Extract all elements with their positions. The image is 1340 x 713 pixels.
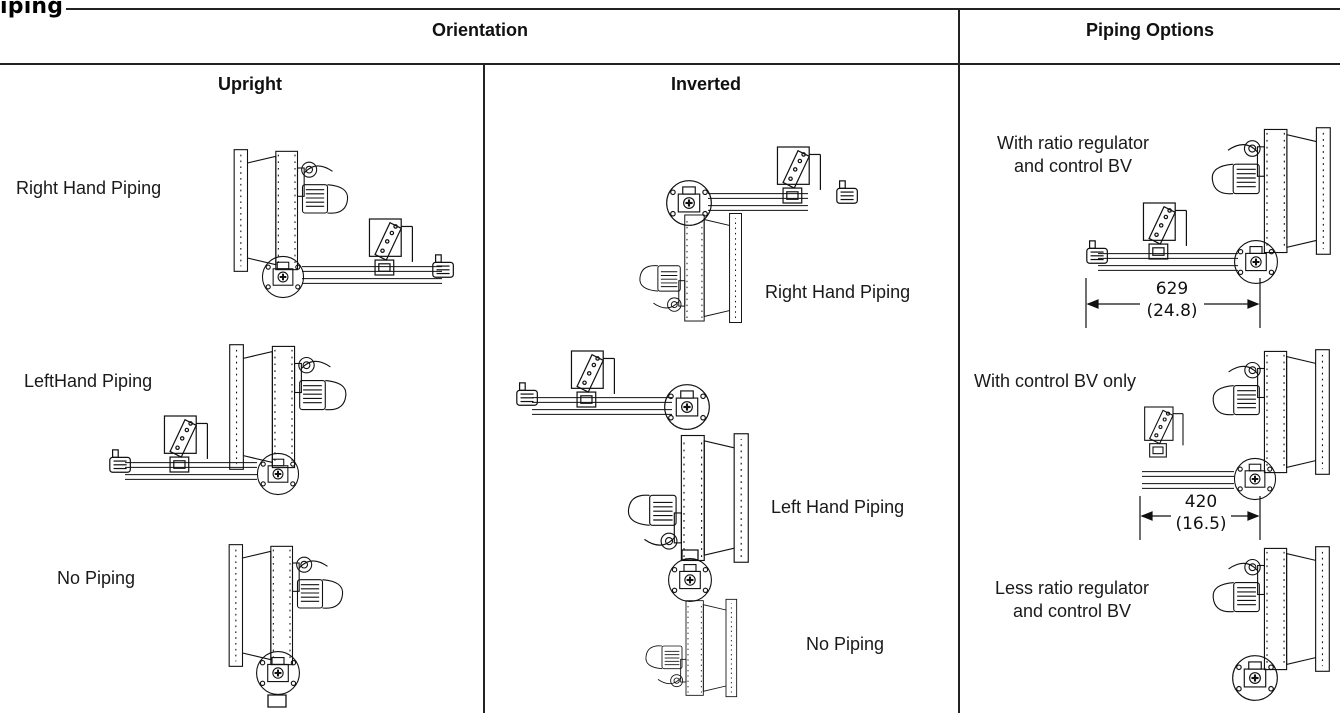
options-column-divider — [958, 8, 960, 713]
upright-header: Upright — [218, 74, 282, 94]
burner-body — [627, 433, 749, 563]
top-rule — [66, 8, 1340, 10]
section-title: iping — [0, 0, 64, 19]
diagram-upright-no-piping — [228, 544, 344, 711]
gas-pipe — [708, 204, 808, 212]
dimension-629-in: (24.8) — [1146, 301, 1198, 322]
diagram-option-less-ratio — [1212, 546, 1330, 702]
gas-pipe — [125, 473, 257, 481]
main-valve-icon — [667, 557, 713, 603]
diagram-upright-left-hand — [109, 344, 347, 496]
ratio-regulator-icon — [776, 146, 822, 204]
burner-body — [1212, 546, 1330, 672]
burner-body — [639, 212, 743, 324]
ratio-regulator-icon — [570, 350, 616, 408]
inverted-no-piping-label: No Piping — [806, 634, 885, 654]
burner-body — [1212, 349, 1330, 475]
option-ratio-and-bv-label: With ratio regulator and control BV — [996, 133, 1150, 177]
diagram-inverted-left-hand — [516, 350, 749, 563]
option-less-ratio-label: Less ratio regulator and control BV — [994, 578, 1150, 622]
inverted-left-hand-label: Left Hand Piping — [771, 497, 905, 517]
upright-left-hand-label: LeftHand Piping — [24, 371, 153, 391]
dimension-629-label: 629 (24.8) — [1140, 278, 1204, 323]
main-valve-icon — [261, 255, 305, 299]
dimension-629-mm: 629 — [1155, 279, 1189, 299]
control-bv-icon — [836, 180, 858, 204]
inverted-header: Inverted — [670, 74, 742, 94]
gas-pipe — [532, 408, 672, 416]
gas-pipe — [125, 461, 257, 469]
dimension-420-label: 420 (16.5) — [1171, 491, 1231, 536]
gas-pipe — [708, 192, 808, 200]
dimension-420-in: (16.5) — [1175, 514, 1227, 535]
diagram-inverted-right-hand — [639, 146, 858, 324]
control-bv-icon — [1144, 406, 1184, 458]
control-bv-icon — [109, 449, 131, 473]
upright-no-piping-label: No Piping — [57, 568, 136, 588]
burner-body — [1211, 127, 1331, 255]
main-valve-icon — [256, 452, 300, 496]
main-valve-icon — [663, 383, 711, 431]
diagram-option-bv-only — [1136, 349, 1330, 542]
ratio-regulator-icon — [163, 415, 209, 473]
orientation-header: Orientation — [431, 20, 528, 40]
diagram-option-ratio-and-bv — [1080, 127, 1331, 330]
orientation-column-divider — [483, 64, 485, 713]
gas-pipe — [532, 396, 672, 404]
burner-body — [645, 598, 738, 698]
main-valve-icon — [255, 650, 301, 696]
diagram-upright-right-hand — [233, 149, 454, 299]
gas-pipe — [1098, 264, 1238, 272]
gas-pipe — [1142, 471, 1234, 477]
gas-pipe — [1142, 483, 1234, 489]
burner-body — [233, 149, 349, 272]
diagram-inverted-no-piping — [645, 550, 738, 698]
burner-body — [229, 344, 347, 470]
dimension-420-mm: 420 — [1184, 492, 1218, 512]
option-bv-only-label: With control BV only — [974, 371, 1137, 391]
main-valve-icon — [1231, 654, 1279, 702]
inverted-right-hand-label: Right Hand Piping — [765, 282, 911, 302]
burner-body — [228, 544, 344, 667]
main-valve-icon — [1233, 457, 1277, 501]
upright-right-hand-label: Right Hand Piping — [16, 178, 162, 198]
header-divider — [0, 63, 1340, 65]
gas-pipe — [302, 265, 442, 273]
gas-pipe — [302, 277, 442, 285]
control-bv-icon — [1086, 240, 1108, 264]
piping-options-header: Piping Options — [1086, 20, 1214, 40]
ratio-regulator-icon — [1142, 202, 1188, 260]
main-valve-icon — [1233, 239, 1279, 285]
control-bv-icon — [432, 254, 454, 278]
